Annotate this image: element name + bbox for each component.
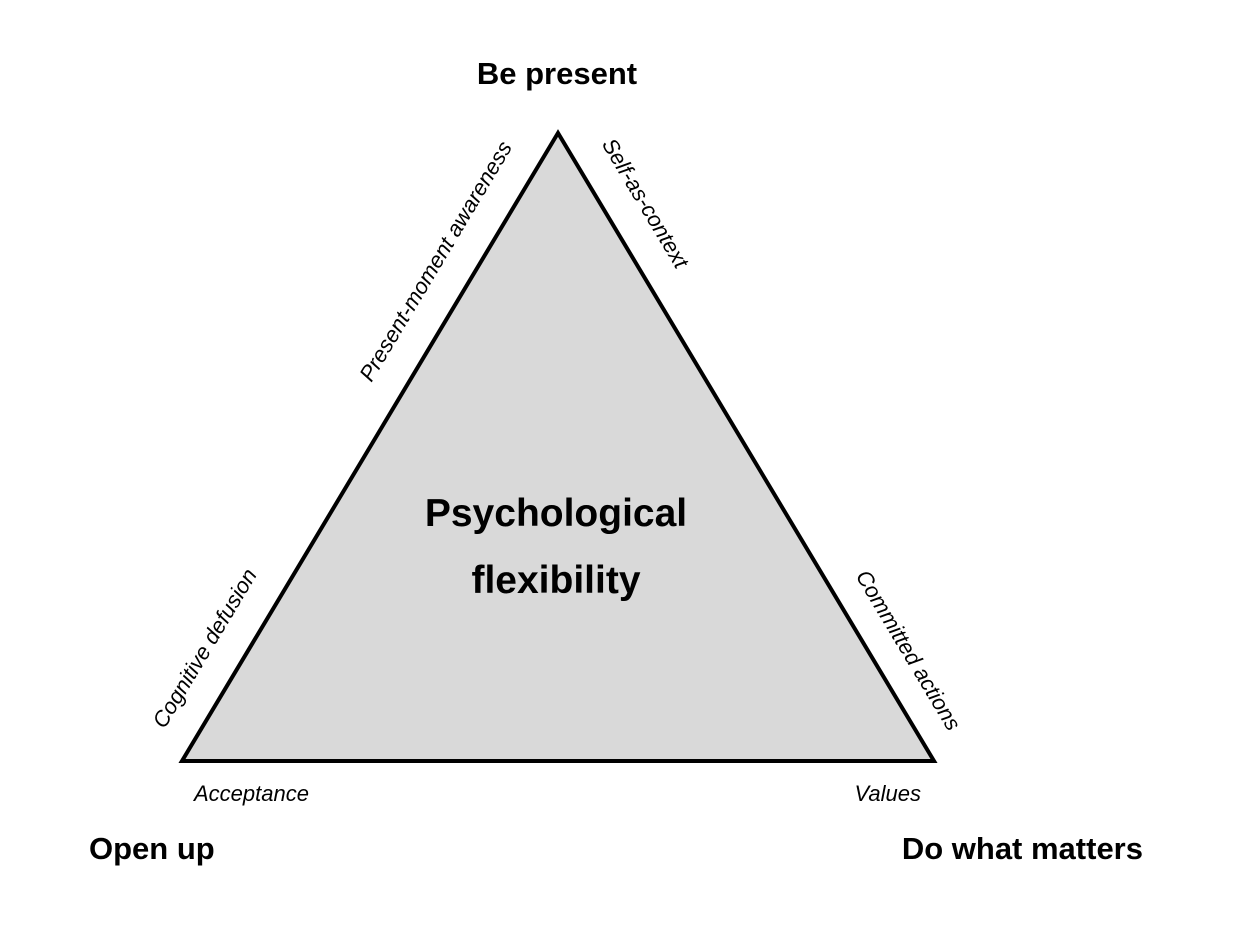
- corner-label-be-present: Be present: [477, 56, 637, 91]
- process-label-values: Values: [855, 781, 921, 806]
- corner-label-open-up: Open up: [89, 831, 215, 866]
- center-label-line1: Psychological: [425, 492, 687, 535]
- center-label-line2: flexibility: [471, 559, 640, 602]
- process-label-acceptance: Acceptance: [192, 781, 309, 806]
- corner-label-do-what-matters: Do what matters: [902, 831, 1143, 866]
- flexibility-triangle: [178, 129, 938, 763]
